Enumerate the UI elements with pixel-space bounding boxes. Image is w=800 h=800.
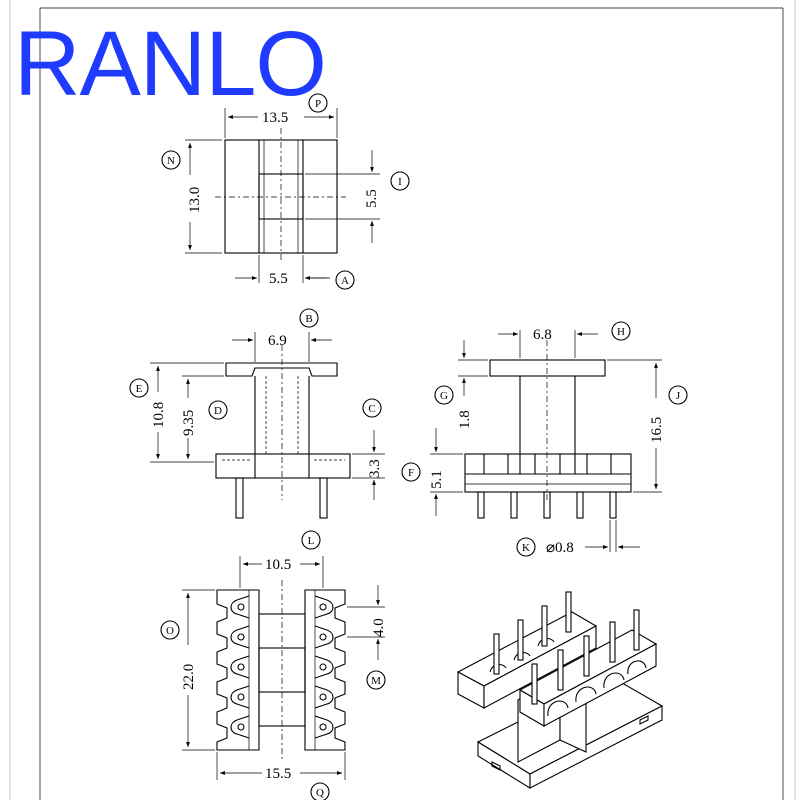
callout-h: H: [611, 321, 631, 341]
bottom-view: [182, 556, 385, 780]
front-view: [150, 332, 385, 519]
callout-e: E: [129, 378, 149, 398]
svg-text:C: C: [368, 403, 375, 415]
callout-o: O: [160, 620, 180, 640]
callout-p: P: [308, 93, 328, 113]
callout-q: Q: [310, 782, 330, 800]
callout-j: J: [668, 385, 688, 405]
dim-front-base-height: 3.3: [367, 459, 383, 478]
svg-text:O: O: [166, 625, 174, 637]
svg-text:G: G: [440, 390, 448, 402]
dim-side-flange: 1.8: [457, 410, 473, 429]
dim-side-base-height: 5.1: [429, 470, 445, 489]
sheet-border: [9, 0, 796, 800]
svg-text:L: L: [308, 535, 315, 547]
svg-text:A: A: [341, 275, 349, 287]
dim-bottom-width: 15.5: [265, 766, 291, 782]
callout-m: M: [366, 670, 386, 690]
dim-front-total-height: 10.8: [151, 402, 167, 428]
side-view: [430, 330, 662, 552]
callout-k: K: [516, 537, 536, 557]
dim-pin-diameter: ⌀0.8: [546, 540, 574, 556]
callout-c: C: [362, 398, 382, 418]
callout-n: N: [161, 150, 181, 170]
svg-text:Q: Q: [316, 787, 324, 799]
callout-f: F: [401, 462, 421, 482]
dim-side-total-height: 16.5: [649, 417, 665, 443]
callout-a: A: [335, 270, 355, 290]
dim-bottom-height: 22.0: [181, 664, 197, 690]
svg-text:F: F: [408, 467, 414, 479]
svg-text:B: B: [305, 313, 312, 325]
callout-b: B: [299, 308, 319, 328]
callout-i: I: [390, 171, 410, 191]
dim-side-top-width: 6.8: [533, 327, 552, 343]
dim-front-top-width: 6.9: [268, 333, 287, 349]
dim-bottom-inner-width: 10.5: [265, 557, 291, 573]
dim-top-window: 5.5: [364, 189, 380, 208]
dim-front-inner-height: 9.35: [181, 410, 197, 436]
svg-text:M: M: [371, 675, 381, 687]
svg-text:I: I: [398, 176, 402, 188]
callout-g: G: [434, 385, 454, 405]
dim-top-width: 13.5: [262, 110, 288, 126]
svg-text:H: H: [617, 326, 625, 338]
svg-text:K: K: [522, 542, 530, 554]
dim-top-height: 13.0: [187, 187, 203, 213]
callout-l: L: [301, 530, 321, 550]
dim-top-bottom-width: 5.5: [269, 271, 288, 287]
svg-text:E: E: [136, 383, 143, 395]
ranlo-logo: RANLO: [14, 13, 327, 115]
svg-text:J: J: [676, 390, 681, 402]
callout-d: D: [208, 400, 228, 420]
svg-text:D: D: [214, 405, 222, 417]
top-view: [185, 108, 380, 283]
svg-text:N: N: [167, 155, 175, 167]
isometric-view: [456, 591, 664, 789]
dim-bottom-pitch: 4.0: [371, 618, 387, 637]
svg-text:P: P: [315, 98, 321, 110]
